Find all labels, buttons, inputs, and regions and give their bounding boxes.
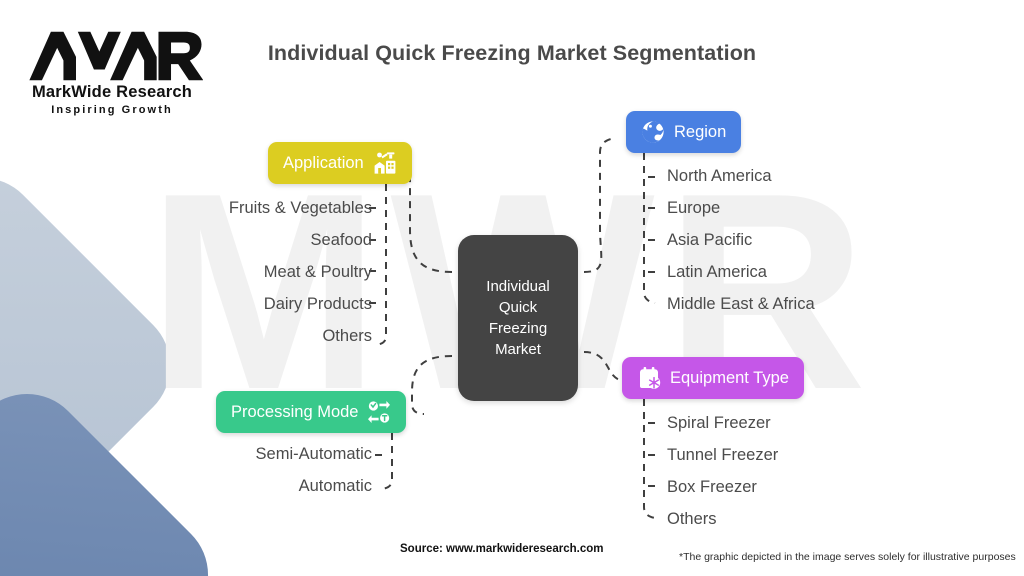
freezer-snowflake-icon [640,367,661,389]
page-title: Individual Quick Freezing Market Segment… [267,41,757,65]
list-item: Dairy Products [263,295,372,313]
branch-badge-equipment-type[interactable]: Equipment Type [622,357,804,399]
list-item: Meat & Poultry [263,263,372,281]
company-logo: MarkWide Research Inspiring Growth [24,30,204,116]
branch-label-processing-mode: Processing Mode [231,402,359,421]
source-note: Source: www.markwideresearch.com [400,543,604,555]
branch-badge-processing-mode[interactable]: Processing Mode [216,391,407,433]
list-item: Asia Pacific [667,231,753,249]
mwr-logo-icon [29,31,204,81]
list-item: Spiral Freezer [667,414,771,432]
list-item: Middle East & Africa [667,295,815,313]
branch-badge-application[interactable]: Application [268,142,412,184]
list-item: Europe [667,199,721,217]
branch-items-equipment-type: Spiral Freezer Tunnel Freezer Box Freeze… [667,415,907,528]
process-cycle-icon [368,401,391,423]
list-item: Seafood [310,231,372,249]
globe-icon [642,121,664,143]
list-item: Semi-Automatic [255,445,372,463]
list-item: Box Freezer [667,478,757,496]
branch-items-application: Fruits & Vegetables Seafood Meat & Poult… [176,200,372,345]
logo-tagline: Inspiring Growth [51,104,173,116]
list-item: North America [667,167,772,185]
branch-label-equipment-type: Equipment Type [670,368,789,387]
branch-label-region: Region [674,122,727,141]
list-item: Latin America [667,263,767,281]
center-node-label: Individual Quick Freezing Market [486,278,550,358]
branch-items-region: North America Europe Asia Pacific Latin … [667,168,907,313]
branch-badge-region[interactable]: Region [626,111,742,153]
branch-label-application: Application [283,153,364,172]
factory-automation-icon [374,152,396,174]
list-item: Fruits & Vegetables [228,199,372,217]
branch-items-processing-mode: Semi-Automatic Automatic [176,446,372,495]
list-item: Others [667,510,717,528]
logo-company-name: MarkWide Research [31,83,193,101]
list-item: Automatic [298,477,372,495]
list-item: Others [322,327,372,345]
center-node: Individual Quick Freezing Market [458,235,578,401]
disclaimer-note: *The graphic depicted in the image serve… [679,551,1016,563]
list-item: Tunnel Freezer [667,446,779,464]
